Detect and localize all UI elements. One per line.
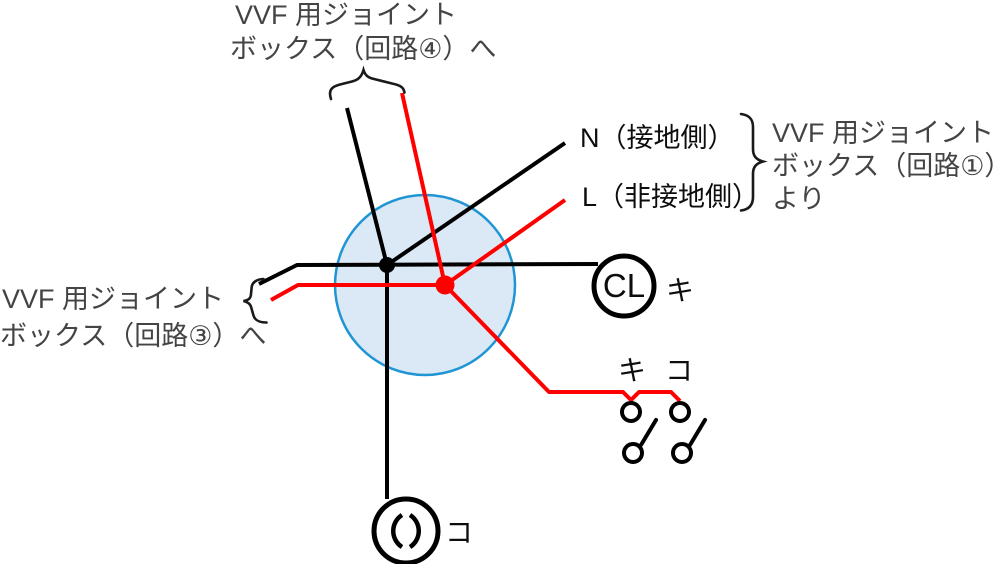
label-top-line2: ボックス（回路④）へ [230,34,496,64]
label-right-line2: ボックス（回路①） [772,151,1000,181]
black-wire-to-neutral [385,141,567,267]
red-wire-left-run [270,283,445,302]
receptacle-circle [371,496,441,564]
red-wire-to-circuit4 [400,92,447,286]
switch-ki: キ [618,355,658,464]
receptacle-paren-left [391,513,404,549]
ceiling-light-tag: キ [666,275,694,306]
label-live-wire: L（非接地側） [582,182,759,212]
receptacle-tag: コ [445,517,473,548]
switch-ki-top-contact [620,401,642,423]
switch-ko-tag: コ [665,355,693,386]
ceiling-light-text: CL [603,267,645,304]
ceiling-light-symbol: CL キ [591,253,694,319]
red-junction-dot [435,275,455,295]
black-wire-to-circuit4 [345,107,389,266]
black-wire-left-run [258,262,599,286]
switch-ki-lever [639,418,658,447]
label-right-line3: より [772,184,825,214]
switch-ko-top-contact [669,401,691,423]
top-brace [328,65,406,101]
label-left-line2: ボックス（回路③）へ [0,321,266,351]
label-top-joint-box: VVF 用ジョイント ボックス（回路④）へ [230,0,496,64]
black-junction-dot [379,257,395,273]
label-left-line1: VVF 用ジョイント [2,284,224,314]
label-right-joint-box: VVF 用ジョイント ボックス（回路①） より [772,118,1000,214]
switch-ko-lever [688,418,707,447]
switch-ko: コ [665,355,707,464]
black-wires [258,107,599,499]
label-left-joint-box: VVF 用ジョイント ボックス（回路③）へ [0,284,266,351]
right-brace [739,112,768,212]
switch-ko-bottom-contact [671,442,693,464]
label-top-line1: VVF 用ジョイント [235,0,457,30]
receptacle-symbol: コ [371,496,473,564]
switch-ki-tag: キ [618,355,646,386]
ceiling-light-circle [591,253,657,319]
red-wire-to-live [443,198,567,287]
red-wires [270,92,682,403]
receptacle-paren-right [408,513,421,549]
switch-ki-bottom-contact [622,442,644,464]
label-right-line1: VVF 用ジョイント [772,118,994,148]
label-neutral-wire: N（接地側） [580,123,735,153]
red-wire-to-switches [443,283,682,403]
left-brace [243,277,268,324]
